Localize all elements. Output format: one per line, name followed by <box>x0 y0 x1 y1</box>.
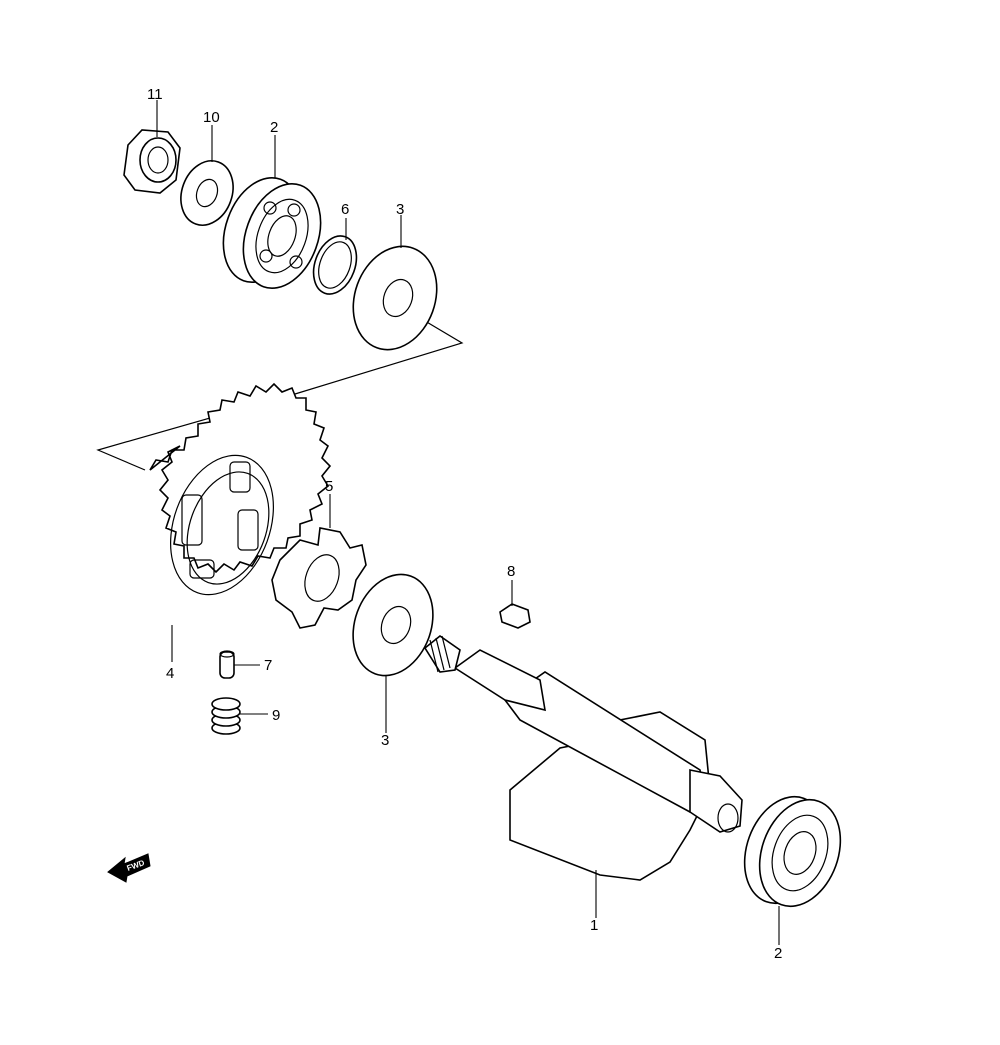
kick-starter-gear[interactable] <box>149 382 332 609</box>
callout-2-lower: 2 <box>774 945 782 962</box>
leader-lines <box>156 100 780 945</box>
callout-3-upper: 3 <box>396 201 404 218</box>
bearing-lower[interactable] <box>730 785 854 917</box>
pin[interactable] <box>219 650 235 679</box>
callout-9: 9 <box>272 707 280 724</box>
spring[interactable] <box>211 697 241 735</box>
key[interactable] <box>499 603 531 629</box>
callout-2-upper: 2 <box>270 119 278 136</box>
callout-10: 10 <box>203 109 220 126</box>
callout-3-lower: 3 <box>381 732 389 749</box>
fwd-arrow: FWD <box>107 853 151 883</box>
thrust-washer-lower[interactable] <box>340 563 447 687</box>
callout-11: 11 <box>147 86 163 103</box>
thrust-washer-upper[interactable] <box>339 235 450 362</box>
callout-4: 4 <box>166 665 174 682</box>
kick-starter-shaft[interactable] <box>423 635 743 881</box>
ratchet[interactable] <box>271 527 367 629</box>
washer[interactable] <box>172 153 242 232</box>
callout-6: 6 <box>341 201 349 218</box>
callout-8: 8 <box>507 563 515 580</box>
callout-5: 5 <box>325 478 333 495</box>
circlip[interactable] <box>306 230 364 300</box>
nut[interactable] <box>123 129 181 194</box>
bearing-upper[interactable] <box>210 167 335 299</box>
callout-1: 1 <box>590 917 598 934</box>
callout-7: 7 <box>264 657 272 674</box>
callout-labels: 11 10 2 6 3 5 4 8 7 9 3 1 2 <box>147 86 782 962</box>
